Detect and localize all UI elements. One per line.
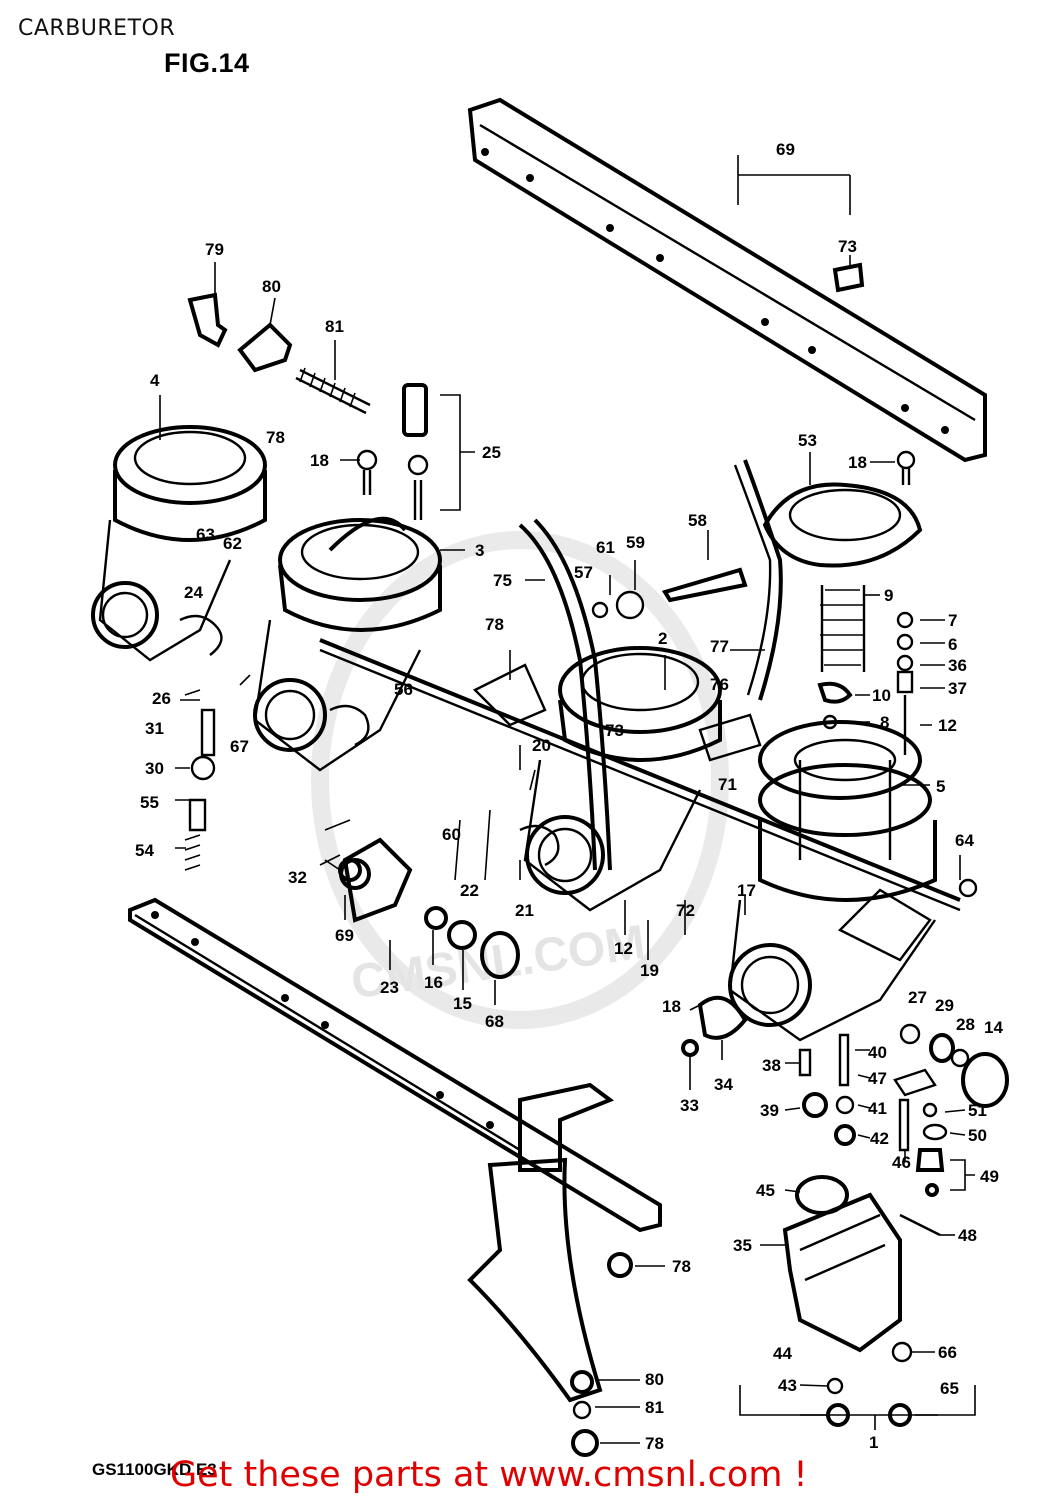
part-label-10: 10	[872, 686, 891, 705]
part-label-53: 54	[135, 841, 154, 860]
figure-label: FIG.14	[164, 48, 250, 78]
part-label-51: 51	[968, 1101, 987, 1120]
part-label-44: 44	[773, 1344, 792, 1363]
part-label-46: 46	[892, 1153, 911, 1172]
part-label-64: 65	[940, 1379, 959, 1398]
part-label-3: 3	[475, 541, 484, 560]
part-label-39: 39	[760, 1101, 779, 1120]
part-label-32: 32	[288, 868, 307, 887]
part-label-29: 29	[935, 996, 954, 1015]
part-label-12: 12	[614, 939, 633, 958]
part-label-82: 79	[205, 240, 224, 259]
part-label-33: 33	[680, 1096, 699, 1115]
part-label-61: 62	[223, 534, 242, 553]
part-label-20: 20	[532, 736, 551, 755]
part-label-28: 28	[956, 1015, 975, 1034]
part-label-1: 1	[869, 1433, 878, 1452]
part-label-41: 41	[868, 1099, 887, 1118]
part-label-60: 61	[596, 538, 615, 557]
part-label-70: 71	[718, 775, 737, 794]
leader-lines	[159, 155, 976, 1444]
part-label-22: 22	[460, 881, 479, 900]
part-label-73: 73	[838, 237, 857, 256]
part-label-15: 16	[424, 973, 443, 992]
part-label-18b: 18	[848, 453, 867, 472]
part-label-13: 14	[984, 1018, 1003, 1037]
part-label-8: 8	[880, 713, 889, 732]
part-label-48: 48	[958, 1226, 977, 1245]
part-label-72: 73	[605, 721, 624, 740]
part-label-6: 6	[948, 635, 957, 654]
fuel-hose	[518, 518, 612, 871]
part-label-25: 25	[482, 443, 501, 462]
part-label-69: 69	[776, 140, 795, 159]
part-label-66: 67	[230, 737, 249, 756]
part-label-59: 60	[442, 825, 461, 844]
part-label-21: 21	[515, 901, 534, 920]
part-label-81: 81	[645, 1398, 664, 1417]
part-label-62: 63	[196, 525, 215, 544]
part-label-36: 36	[948, 656, 967, 675]
page-title: CARBURETOR	[18, 16, 176, 41]
part-label-14: 15	[453, 994, 472, 1013]
part-label-52: 53	[798, 431, 817, 450]
part-label-23: 23	[380, 978, 399, 997]
part-label-54: 55	[140, 793, 159, 812]
part-label-71: 72	[676, 901, 695, 920]
part-label-7: 7	[948, 611, 957, 630]
part-label-83: 80	[262, 277, 281, 296]
part-label-18a: 18	[310, 451, 329, 470]
promo-link[interactable]: Get these parts at www.cmsnl.com !	[170, 1455, 808, 1495]
part-label-74: 75	[493, 571, 512, 590]
top-bracket	[467, 97, 987, 463]
part-label-5: 5	[936, 777, 945, 796]
part-label-67: 68	[485, 1012, 504, 1031]
part-label-2: 2	[658, 629, 667, 648]
part-label-45: 45	[756, 1181, 775, 1200]
bottom-bracket	[128, 897, 662, 1403]
model-code: GS1100GKD E3	[92, 1460, 217, 1479]
part-label-26: 26	[152, 689, 171, 708]
part-label-30: 30	[145, 759, 164, 778]
part-label-50: 50	[968, 1126, 987, 1145]
part-label-75: 76	[710, 675, 729, 694]
part-label-42: 42	[870, 1129, 889, 1148]
part-label-63: 64	[955, 831, 974, 850]
part-label-27: 27	[908, 988, 927, 1007]
part-label-77: 78	[485, 615, 504, 634]
part-label-31: 31	[145, 719, 164, 738]
part-label-4: 4	[150, 371, 160, 390]
carburetor-bank	[91, 425, 961, 1042]
part-label-24: 24	[184, 583, 203, 602]
part-label-43: 43	[778, 1376, 797, 1395]
small-parts	[184, 262, 1009, 1457]
part-number-labels: 79 80 81 69 73 4 78 18 25 53 18 3 58 61 …	[135, 140, 1003, 1453]
part-label-49: 49	[980, 1167, 999, 1186]
part-label-78a: 78	[672, 1257, 691, 1276]
part-label-56: 57	[574, 563, 593, 582]
vacuum-chamber-parts	[733, 459, 923, 800]
part-label-38: 38	[762, 1056, 781, 1075]
part-label-37: 37	[948, 679, 967, 698]
part-label-9: 9	[884, 586, 893, 605]
part-label-68: 69	[335, 926, 354, 945]
part-label-34: 34	[714, 1075, 733, 1094]
part-label-40: 40	[868, 1043, 887, 1062]
part-label-11: 12	[938, 716, 957, 735]
part-label-35: 35	[733, 1236, 752, 1255]
part-label-79: 78	[266, 428, 285, 447]
part-label-55: 56	[394, 680, 413, 699]
part-label-84: 81	[325, 317, 344, 336]
part-label-80: 80	[645, 1370, 664, 1389]
part-label-57: 58	[688, 511, 707, 530]
part-label-65: 66	[938, 1343, 957, 1362]
part-label-58: 59	[626, 533, 645, 552]
part-label-19: 19	[640, 961, 659, 980]
part-label-76: 77	[710, 637, 729, 656]
part-label-16: 17	[737, 881, 756, 900]
part-label-78b: 78	[645, 1434, 664, 1453]
part-label-17: 18	[662, 997, 681, 1016]
part-label-47: 47	[868, 1069, 887, 1088]
